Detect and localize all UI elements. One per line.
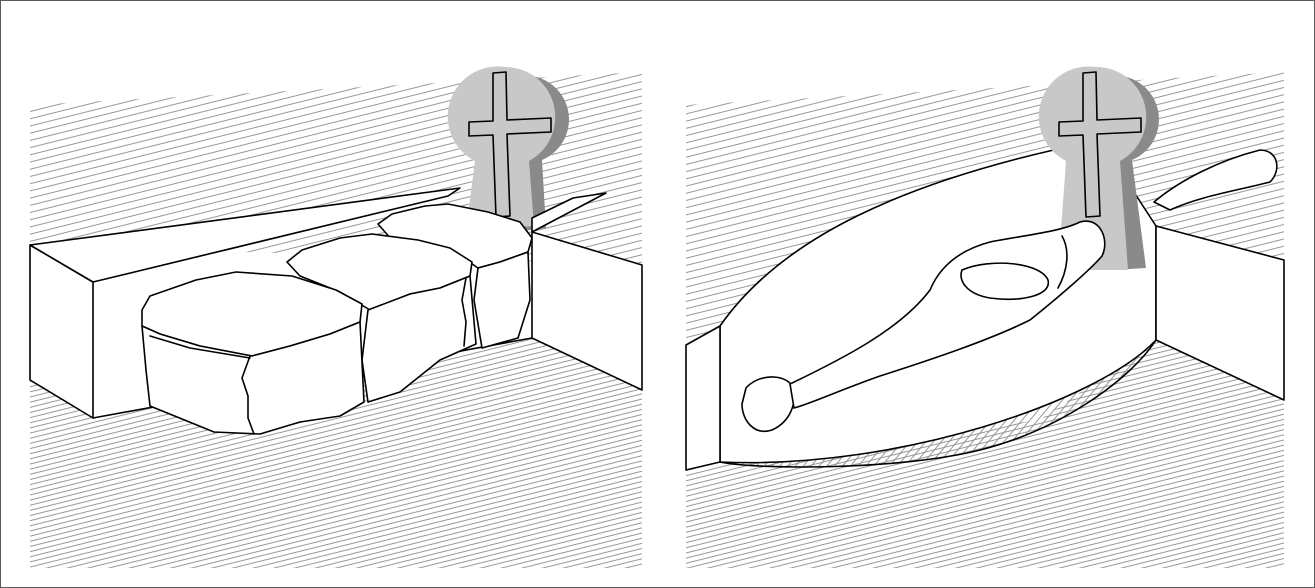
left-pit-floor — [30, 338, 642, 568]
left-pit-wall-right — [531, 231, 643, 391]
left-headstone — [447, 66, 569, 232]
left-pit-rim — [29, 187, 461, 283]
left-cross-carving — [468, 71, 552, 218]
left-stone-slabs — [141, 203, 533, 435]
left-panel — [29, 36, 643, 568]
right-burial — [741, 220, 1106, 433]
right-cross-carving — [1058, 71, 1142, 218]
left-pit-corner — [531, 192, 607, 233]
right-wall-left — [685, 325, 721, 471]
right-wall-right — [1155, 225, 1285, 401]
right-panel — [685, 36, 1285, 568]
right-floor — [686, 340, 1284, 568]
right-mound — [1153, 149, 1278, 211]
right-headstone — [1038, 66, 1159, 270]
